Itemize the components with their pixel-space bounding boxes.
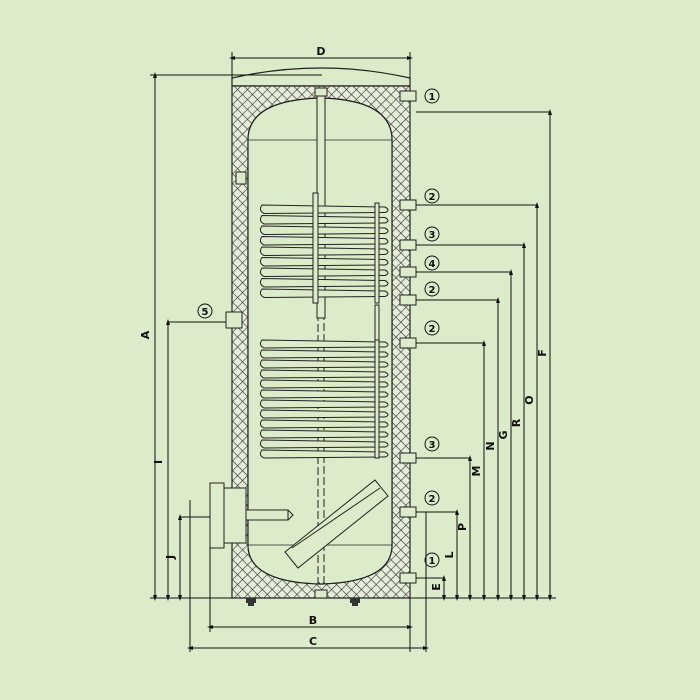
coil-turn [259, 214, 389, 225]
coil-turn [259, 256, 389, 267]
connection-pipe [399, 452, 417, 464]
connection-marker [424, 436, 440, 452]
coil-turn [259, 246, 389, 257]
side-connection-marker [197, 303, 213, 319]
heat-exchanger-coils [259, 204, 389, 459]
coil-support [374, 202, 380, 304]
coil-turn [259, 225, 389, 236]
coil-turn [259, 379, 389, 389]
coil-turn [259, 399, 389, 409]
dimension-label: A [139, 330, 152, 339]
coil-turn [259, 349, 389, 359]
flange [209, 482, 294, 549]
connection-pipe [399, 90, 417, 102]
connection-label: 2 [429, 494, 436, 505]
connection-marker [424, 226, 440, 242]
connection-pipe [399, 199, 417, 211]
coil-support [374, 339, 380, 459]
coil-turn [259, 369, 389, 379]
coil-turn [259, 235, 389, 246]
coil-turn [259, 288, 389, 299]
coil-turn [259, 419, 389, 429]
connection-marker [424, 552, 440, 568]
connection-pipe [399, 294, 417, 306]
top-cap [231, 67, 411, 87]
coil-turn [259, 439, 389, 449]
connection-label: 3 [429, 230, 436, 241]
connection-label: 4 [429, 259, 436, 270]
connection-pipe [399, 266, 417, 278]
coil-turn [259, 359, 389, 369]
coil-turn [259, 389, 389, 399]
connection-label: 2 [429, 285, 436, 296]
connection-label: 3 [429, 440, 436, 451]
connection-marker [424, 188, 440, 204]
coil-turn [259, 204, 389, 215]
dimension-label: R [510, 418, 523, 427]
dimension-label: F [536, 349, 549, 357]
dimension-label: J [164, 555, 177, 560]
coil-turn [259, 339, 389, 349]
side-port [225, 171, 247, 329]
dimension-label: C [309, 635, 317, 648]
coil-turn [259, 277, 389, 288]
connection-label: 2 [429, 192, 436, 203]
dimension-label: E [430, 583, 443, 591]
connection-marker [424, 88, 440, 104]
connection-label: 1 [429, 556, 436, 567]
side-connection-label: 5 [202, 307, 209, 318]
connection-label: 1 [429, 92, 436, 103]
connection-pipe [399, 337, 417, 349]
coil-turn [259, 449, 389, 459]
connection-label: 2 [429, 324, 436, 335]
coil-turn [259, 267, 389, 278]
connection-marker [424, 490, 440, 506]
connection-pipe [399, 572, 417, 584]
connection-pipe [399, 239, 417, 251]
dimension-label: M [470, 466, 483, 477]
feet [246, 598, 360, 606]
coil-turn [259, 409, 389, 419]
dimension-label: P [456, 523, 469, 531]
dimension-label: O [523, 395, 536, 404]
dimension-label: L [443, 551, 456, 558]
coil-support [312, 192, 319, 304]
dimension-label: G [497, 430, 510, 439]
heating-element [284, 479, 389, 569]
dimension-label: I [152, 460, 165, 464]
dimension-label: D [316, 45, 325, 58]
coil-turn [259, 429, 389, 439]
connection-marker [424, 255, 440, 271]
connection-marker [424, 320, 440, 336]
coil-support [374, 304, 380, 341]
connection-marker [424, 281, 440, 297]
dimension-label: B [309, 614, 317, 627]
dimension-label: N [484, 441, 497, 450]
connection-pipe [399, 506, 417, 518]
